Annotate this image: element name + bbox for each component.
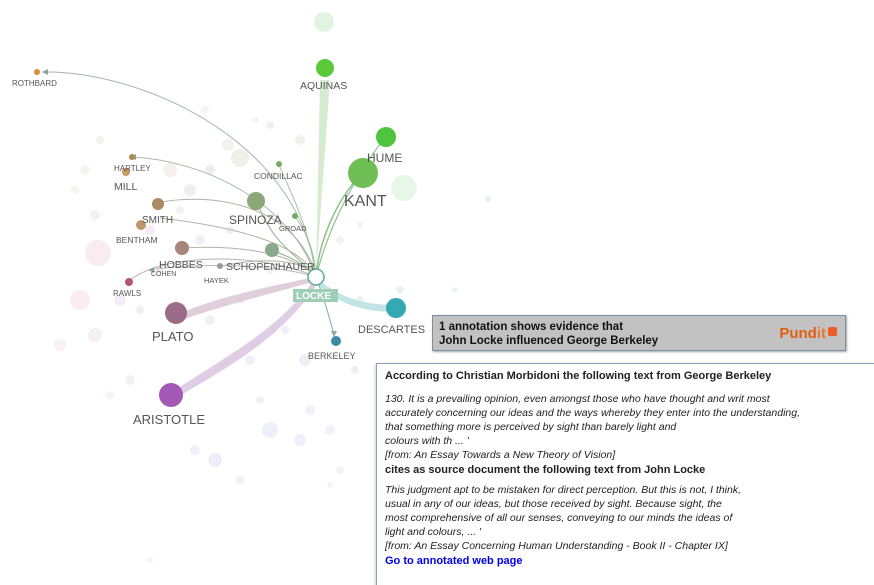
label-kant: KANT (344, 193, 387, 210)
go-to-annotated-page-link[interactable]: Go to annotated web page (385, 555, 523, 567)
quote-1-source: [from: An Essay Towards a New Theory of … (385, 449, 616, 461)
label-berkeley: BERKELEY (308, 351, 356, 361)
label-cohen: COHEN (151, 271, 176, 278)
node-rothbard[interactable] (34, 69, 40, 75)
node-hobbes[interactable] (175, 241, 189, 255)
node-schopenhauer[interactable] (265, 243, 279, 257)
node-rawls[interactable] (125, 278, 133, 286)
quote-2-line-3: most comprehensive of all our senses, co… (385, 512, 733, 524)
label-hartley: HARTLEY (114, 164, 151, 173)
node-descartes[interactable] (386, 298, 406, 318)
node-plato[interactable] (165, 302, 187, 324)
label-smith: SMITH (142, 215, 173, 226)
graph-nodes (34, 59, 406, 407)
label-bentham: BENTHAM (116, 235, 158, 245)
node-mill[interactable] (122, 168, 130, 176)
quote-1-line-3: that something more is perceived by sigh… (385, 421, 677, 433)
pundit-logo-icon (828, 327, 837, 336)
pundit-logo: Pundit (779, 325, 837, 342)
label-rawls: RAWLS (113, 289, 141, 298)
node-berkeley[interactable] (331, 336, 341, 346)
node-spinoza[interactable] (247, 192, 265, 210)
node-aquinas[interactable] (316, 59, 334, 77)
tooltip-line-1: 1 annotation shows evidence that (439, 321, 624, 333)
locke-label-bg (293, 289, 338, 302)
label-mill: MILL (114, 181, 138, 193)
quote-1-line-1: 130. It is a prevailing opinion, even am… (385, 393, 770, 405)
label-condillac: CONDILLAC (254, 171, 303, 181)
node-condillac[interactable] (276, 161, 282, 167)
label-spinoza: SPINOZA (229, 213, 282, 227)
background-nodes (54, 12, 491, 563)
node-godwin[interactable] (292, 213, 298, 219)
label-schopenhauer: SCHOPENHAUER (226, 261, 315, 273)
annotation-heading-2: cites as source document the following t… (385, 464, 706, 476)
label-godwin: GROAD (279, 224, 307, 233)
quote-1-line-2: accurately concerning our ideas and the … (385, 407, 801, 419)
node-labels: ROTHBARD AQUINAS HARTLEY MILL CONDILLAC … (12, 79, 425, 427)
label-aristotle: ARISTOTLE (133, 412, 205, 427)
node-aristotle[interactable] (159, 383, 183, 407)
label-locke: LOCKE (296, 291, 331, 302)
tooltip-text: 1 annotation shows evidence that John Lo… (439, 320, 658, 348)
quote-2-line-2: usual in any of our ideas, but those rec… (385, 498, 722, 510)
node-bentham[interactable] (136, 220, 146, 230)
label-plato: PLATO (152, 329, 193, 344)
tooltip-line-2: John Locke influenced George Berkeley (439, 335, 659, 347)
quote-1-line-4: colours with th ... ' (385, 435, 469, 447)
node-hartley[interactable] (129, 154, 135, 160)
node-locke[interactable] (307, 268, 325, 286)
label-aquinas: AQUINAS (300, 80, 347, 92)
label-hayek: HAYEK (204, 276, 229, 285)
annotation-heading-1: According to Christian Morbidoni the fol… (385, 370, 772, 382)
node-hume[interactable] (376, 127, 396, 147)
annotation-detail-panel: According to Christian Morbidoni the fol… (376, 363, 874, 585)
label-hume: HUME (367, 151, 402, 165)
quote-2-line-4: light and colours, ... ' (385, 526, 481, 538)
graph-edges (41, 71, 395, 398)
quote-2-source: [from: An Essay Concerning Human Underst… (385, 540, 728, 552)
label-hobbes: HOBBES (159, 259, 203, 271)
node-smith[interactable] (152, 198, 164, 210)
quote-2-line-1: This judgment apt to be mistaken for dir… (385, 484, 742, 496)
label-descartes: DESCARTES (358, 324, 425, 336)
node-kant[interactable] (348, 158, 378, 188)
node-hayek[interactable] (217, 263, 223, 269)
annotation-tooltip[interactable]: 1 annotation shows evidence that John Lo… (432, 315, 846, 351)
label-rothbard: ROTHBARD (12, 79, 57, 88)
